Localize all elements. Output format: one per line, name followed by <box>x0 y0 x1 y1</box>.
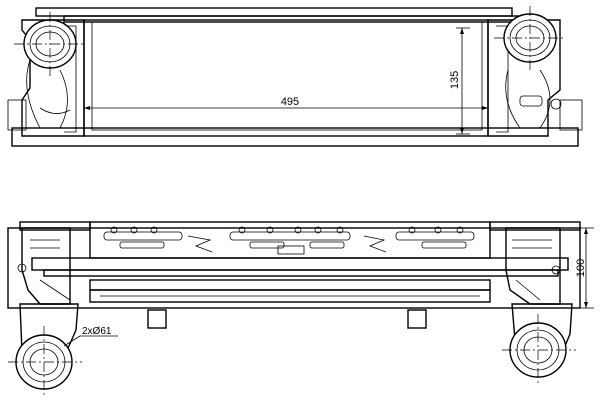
top-view: 495 135 <box>7 6 583 147</box>
dim-depth-label: 100 <box>575 259 587 277</box>
frame-outline <box>7 227 581 309</box>
right-tank <box>487 19 561 137</box>
dim-height-label: 135 <box>449 71 461 89</box>
core-tube-1 <box>31 257 569 271</box>
left-mount <box>7 99 27 131</box>
header-clips <box>103 226 475 255</box>
upper-bracket-rail <box>63 15 523 23</box>
right-tank-front <box>505 227 561 305</box>
right-mount <box>559 99 583 131</box>
left-tank-front <box>21 227 71 305</box>
mount-tab-left <box>147 309 167 329</box>
top-rail <box>35 7 513 17</box>
core-tube-3 <box>89 279 491 291</box>
base-plate <box>11 127 579 147</box>
dim-connection-label: 2xØ61 <box>82 326 112 337</box>
core-inner <box>91 21 483 131</box>
front-view: 2xØ61 100 <box>7 221 594 396</box>
core-tube-4 <box>89 289 491 303</box>
right-tank-fitting <box>519 95 543 107</box>
left-tank <box>21 19 85 137</box>
mount-tab-right <box>407 309 427 329</box>
dim-length-label: 495 <box>281 96 299 108</box>
core-tube-2 <box>43 269 559 277</box>
radiator-core <box>83 19 489 137</box>
